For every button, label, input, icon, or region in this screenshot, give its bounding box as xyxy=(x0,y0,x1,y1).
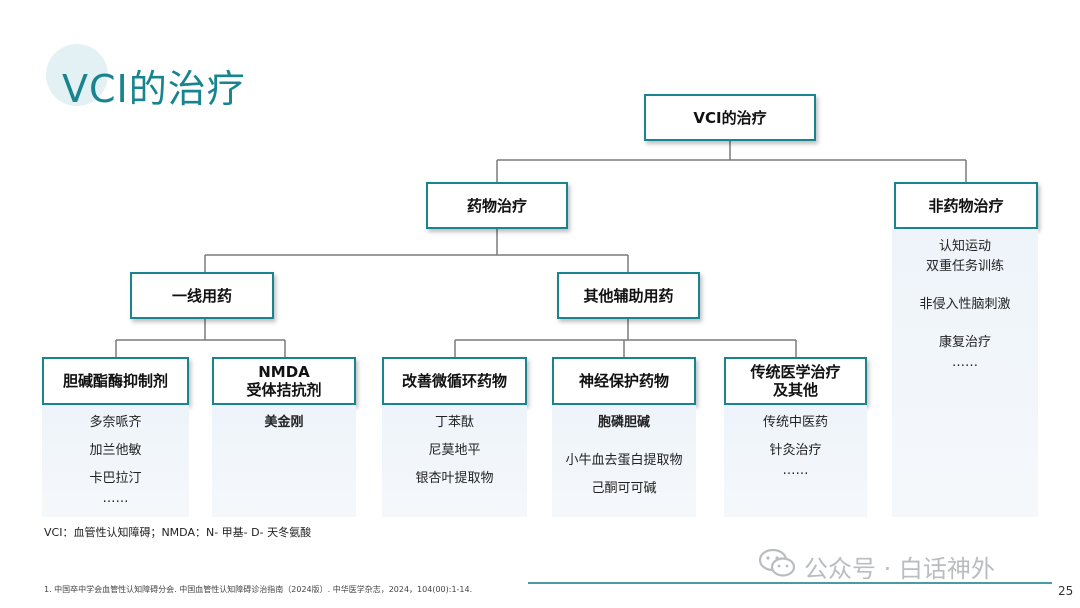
ellipsis: …… xyxy=(782,463,809,478)
drug-item: 胞磷胆碱 xyxy=(597,415,650,430)
therapy-item: 针灸治疗 xyxy=(769,443,822,458)
title-decoration-circle xyxy=(46,44,108,106)
drug-item: 尼莫地平 xyxy=(428,443,481,458)
page-number: 25 xyxy=(1058,584,1074,598)
node-adjuvant: 其他辅助用药 xyxy=(557,272,700,319)
ellipsis: …… xyxy=(102,491,129,506)
panel-microcirculation: 丁苯酞 尼莫地平 银杏叶提取物 xyxy=(382,405,527,517)
drug-item: 丁苯酞 xyxy=(434,415,474,430)
watermark-text: 公众号 · 白话神外 xyxy=(804,554,995,583)
node-cholinesterase: 胆碱酯酶抑制剂 xyxy=(42,357,189,405)
node-microcirculation: 改善微循环药物 xyxy=(382,357,527,405)
ellipsis: …… xyxy=(952,355,978,370)
drug-item: 银杏叶提取物 xyxy=(415,471,494,486)
node-nondrug-therapy: 非药物治疗 xyxy=(894,182,1038,229)
reference-citation: 1. 中国卒中学会血管性认知障碍分会. 中国血管性认知障碍诊治指南（2024版）… xyxy=(44,585,473,594)
wechat-icon xyxy=(758,548,796,584)
abbreviation-note: VCI：血管性认知障碍；NMDA：N- 甲基- D- 天冬氨酸 xyxy=(44,526,312,539)
drug-item: 加兰他敏 xyxy=(89,443,142,458)
drug-item: 小牛血去蛋白提取物 xyxy=(565,453,683,468)
panel-traditional: 传统中医药 针灸治疗 …… xyxy=(724,405,867,517)
panel-neuroprotective: 胞磷胆碱 小牛血去蛋白提取物 己酮可可碱 xyxy=(552,405,696,517)
node-neuroprotective: 神经保护药物 xyxy=(552,357,696,405)
node-first-line: 一线用药 xyxy=(130,272,274,319)
drug-item: 美金刚 xyxy=(264,415,304,430)
watermark: 公众号 · 白话神外 xyxy=(758,548,995,584)
panel-cholinesterase: 多奈哌齐 加兰他敏 卡巴拉汀 …… xyxy=(42,405,189,517)
therapy-item: 非侵入性脑刺激 xyxy=(919,297,1011,312)
node-nmda: NMDA 受体拮抗剂 xyxy=(212,357,356,405)
therapy-item: 双重任务训练 xyxy=(925,259,1004,274)
therapy-item: 认知运动 xyxy=(938,239,991,254)
node-traditional: 传统医学治疗 及其他 xyxy=(724,357,867,405)
drug-item: 多奈哌齐 xyxy=(89,415,142,430)
therapy-item: 康复治疗 xyxy=(938,335,991,350)
footer-divider xyxy=(528,582,1052,584)
drug-item: 卡巴拉汀 xyxy=(89,471,142,486)
therapy-item: 传统中医药 xyxy=(762,415,828,430)
node-drug-therapy: 药物治疗 xyxy=(426,182,568,229)
node-root: VCI的治疗 xyxy=(644,94,816,141)
panel-nmda: 美金刚 xyxy=(212,405,356,517)
drug-item: 己酮可可碱 xyxy=(591,481,657,496)
panel-nondrug: 认知运动 双重任务训练 非侵入性脑刺激 康复治疗 …… xyxy=(892,229,1038,517)
page-title: VCI的治疗 xyxy=(62,67,246,111)
